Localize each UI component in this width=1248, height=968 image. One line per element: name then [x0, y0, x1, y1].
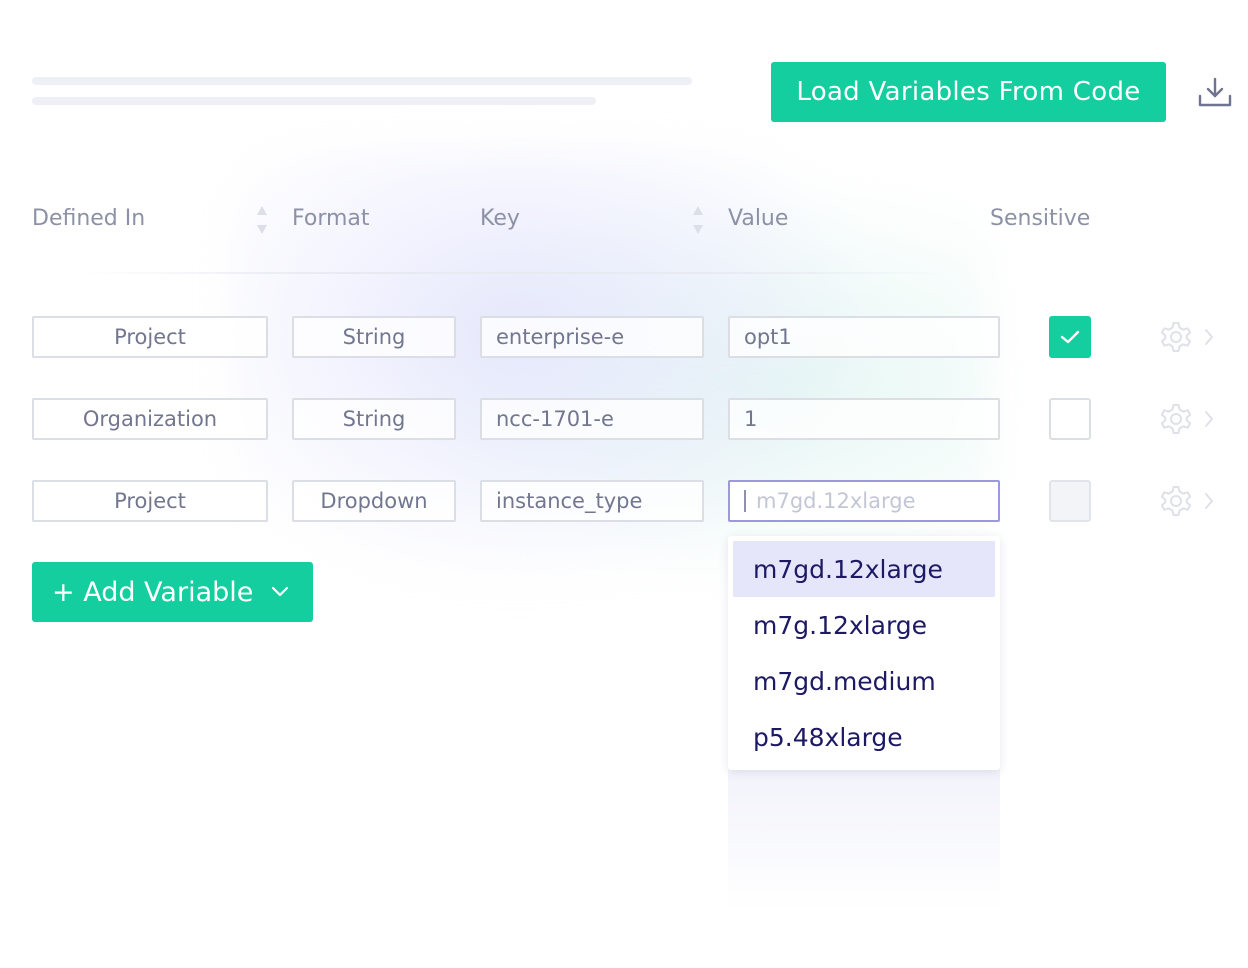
row3-defined-in-select[interactable]: Project	[32, 480, 268, 522]
add-variable-label: + Add Variable	[52, 576, 254, 608]
row3-value-placeholder: m7gd.12xlarge	[756, 489, 916, 513]
row3-format-select[interactable]: Dropdown	[292, 480, 456, 522]
row1-gear-icon[interactable]	[1159, 320, 1193, 354]
row2-chevron-right-icon[interactable]	[1203, 410, 1215, 428]
row1-sensitive-checkbox[interactable]	[1049, 316, 1091, 358]
value-dropdown: m7gd.12xlarge m7g.12xlarge m7gd.medium p…	[728, 536, 1000, 770]
download-icon[interactable]	[1196, 76, 1234, 110]
header-value: Value	[728, 206, 789, 231]
row2-gear-icon[interactable]	[1159, 402, 1193, 436]
dropdown-option[interactable]: m7gd.12xlarge	[733, 541, 995, 597]
row1-format-select[interactable]: String	[292, 316, 456, 358]
header-sensitive: Sensitive	[990, 206, 1091, 231]
header-divider	[80, 272, 960, 274]
dropdown-fade	[728, 760, 1000, 910]
row1-defined-in-select[interactable]: Project	[32, 316, 268, 358]
dropdown-option[interactable]: p5.48xlarge	[753, 722, 903, 752]
row1-key-input[interactable]: enterprise-e	[480, 316, 704, 358]
subtitle-skeleton-line	[32, 97, 596, 105]
add-variable-button[interactable]: + Add Variable	[32, 562, 313, 622]
header-format: Format	[292, 206, 370, 231]
row3-gear-icon[interactable]	[1159, 484, 1193, 518]
title-skeleton-line	[32, 77, 692, 85]
dropdown-option[interactable]: m7g.12xlarge	[753, 610, 928, 640]
row2-format-select[interactable]: String	[292, 398, 456, 440]
row2-sensitive-checkbox[interactable]	[1049, 398, 1091, 440]
row1-chevron-right-icon[interactable]	[1203, 328, 1215, 346]
text-caret	[744, 490, 746, 512]
header-key[interactable]: Key	[480, 206, 520, 231]
header-defined-in[interactable]: Defined In	[32, 206, 146, 231]
sort-defined-in-icon[interactable]	[256, 205, 268, 235]
row2-value-input[interactable]: 1	[728, 398, 1000, 440]
row3-chevron-right-icon[interactable]	[1203, 492, 1215, 510]
chevron-down-icon	[271, 586, 289, 597]
row2-key-input[interactable]: ncc-1701-e	[480, 398, 704, 440]
dropdown-option[interactable]: m7gd.medium	[753, 666, 936, 696]
row2-defined-in-select[interactable]: Organization	[32, 398, 268, 440]
load-variables-button[interactable]: Load Variables From Code	[771, 62, 1166, 122]
row3-value-input[interactable]: m7gd.12xlarge	[728, 480, 1000, 522]
row3-key-input[interactable]: instance_type	[480, 480, 704, 522]
check-icon	[1060, 330, 1080, 344]
row3-sensitive-checkbox[interactable]	[1049, 480, 1091, 522]
sort-key-icon[interactable]	[692, 205, 704, 235]
row1-value-input[interactable]: opt1	[728, 316, 1000, 358]
